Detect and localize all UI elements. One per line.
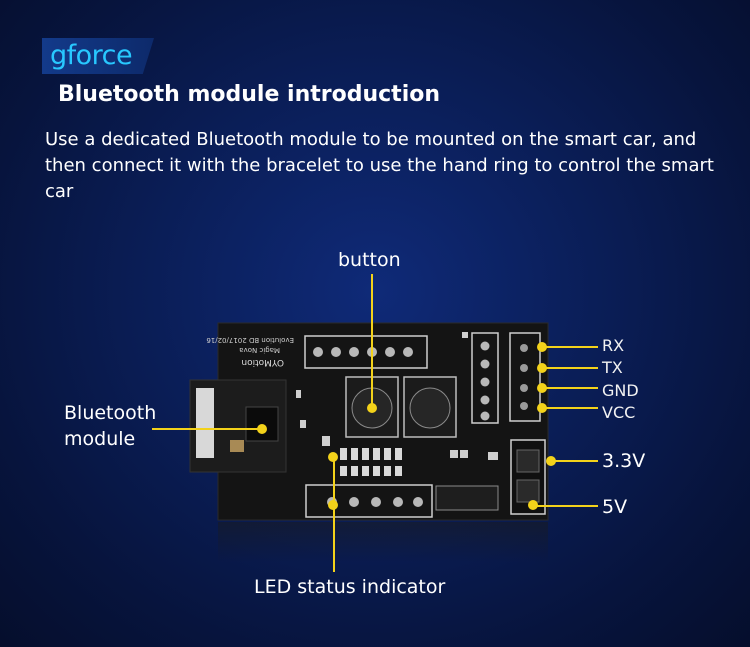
top-header-outline <box>304 335 428 369</box>
voltage-switch-upper <box>516 449 540 473</box>
silkscreen-date: Evolution BD 2017/02/16 <box>206 336 294 344</box>
rx-callout-line <box>542 346 598 348</box>
gnd-callout-dot <box>537 383 547 393</box>
vertical-header-outline <box>471 332 499 424</box>
led-resistor-array <box>340 448 402 476</box>
led-callout-dot-upper <box>328 452 338 462</box>
button-label: button <box>338 249 401 271</box>
tactile-button-right-cap <box>409 387 451 429</box>
v5-callout-dot <box>528 500 538 510</box>
page-title: Bluetooth module introduction <box>58 82 441 107</box>
brand-badge <box>42 38 154 74</box>
v33-label: 3.3V <box>602 450 646 472</box>
bottom-header-outline <box>305 484 433 518</box>
tx-callout-dot <box>537 363 547 373</box>
vcc-callout-line <box>542 407 598 409</box>
gnd-label: GND <box>602 381 639 400</box>
crystal-component <box>230 440 244 452</box>
board-reflection <box>218 522 548 562</box>
rx-callout-dot <box>537 342 547 352</box>
misc-smd-components <box>296 332 498 460</box>
v33-callout-line <box>552 460 598 462</box>
v33-callout-dot <box>546 456 556 466</box>
led-callout-line <box>333 458 335 572</box>
led-status-indicator-label: LED status indicator <box>254 576 446 598</box>
tx-callout-line <box>542 367 598 369</box>
bluetooth-callout-line <box>152 428 262 430</box>
brand-logo-text: gforce <box>50 40 133 71</box>
v5-callout-line <box>533 505 598 507</box>
button-callout-dot <box>367 403 377 413</box>
vertical-header-pins <box>480 341 490 421</box>
uart-header-pins <box>520 344 528 410</box>
rx-label: RX <box>602 336 625 355</box>
gnd-callout-line <box>542 387 598 389</box>
uart-header-outline <box>509 332 541 422</box>
vcc-label: VCC <box>602 403 636 422</box>
vcc-callout-dot <box>537 403 547 413</box>
led-callout-dot-lower <box>328 500 338 510</box>
regulator-chip <box>435 485 499 511</box>
silkscreen-name: Magic Nova <box>239 346 280 354</box>
brand-logo: gforce <box>42 38 154 74</box>
tx-label: TX <box>602 358 623 377</box>
bluetooth-module-label-line2: module <box>64 428 136 450</box>
voltage-switch-lower <box>516 479 540 503</box>
button-callout-line <box>371 274 373 408</box>
intro-paragraph: Use a dedicated Bluetooth module to be m… <box>45 129 714 202</box>
bluetooth-callout-dot <box>257 424 267 434</box>
silkscreen-maker: OYMotion <box>241 357 284 367</box>
antenna-strip <box>196 388 214 458</box>
bluetooth-module-label-line1: Bluetooth <box>64 402 157 424</box>
v5-label: 5V <box>602 496 628 518</box>
